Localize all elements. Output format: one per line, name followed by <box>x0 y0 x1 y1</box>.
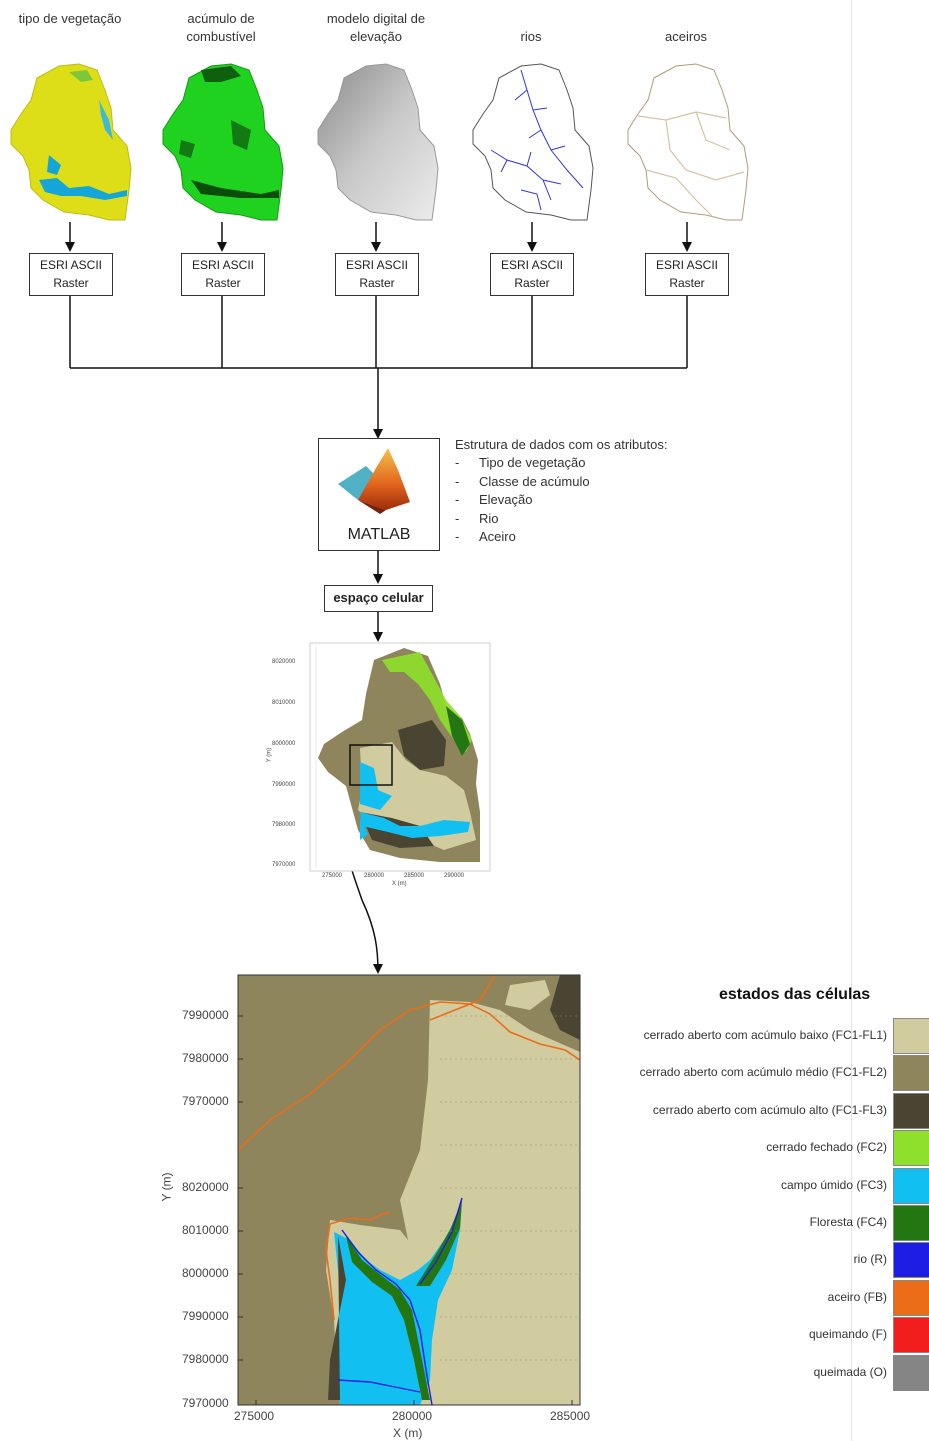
source-label-vegetation: tipo de vegetação <box>18 11 122 26</box>
legend-label: cerrado aberto com acúmulo alto (FC1-FL3… <box>652 1102 887 1117</box>
legend-label: rio (R) <box>853 1252 887 1267</box>
legend-swatch <box>893 1167 929 1204</box>
attribute-item: Elevação <box>455 491 715 510</box>
matlab-label: MATLAB <box>347 526 411 543</box>
source-label-dem: modelo digital de elevação <box>326 11 426 44</box>
attribute-item: Classe de acúmulo <box>455 473 715 492</box>
legend-swatch <box>893 1130 929 1167</box>
zoom-map-ylabel: Y (m) <box>159 1172 174 1202</box>
attribute-item: Rio <box>455 510 715 529</box>
vegetation-map <box>10 63 132 221</box>
elevation-map <box>317 63 439 221</box>
rivers-map <box>472 63 594 221</box>
legend-label: cerrado aberto com acúmulo baixo (FC1-FL… <box>643 1028 887 1042</box>
legend-swatch <box>893 1354 929 1391</box>
source-label-fuel: acúmulo de combustível <box>186 11 256 44</box>
legend-swatch <box>893 1279 929 1316</box>
legend-label: aceiro (FB) <box>827 1289 887 1304</box>
attribute-item: Tipo de vegetação <box>455 454 715 473</box>
legend-swatch <box>893 1317 929 1354</box>
legend-label: cerrado fechado (FC2) <box>766 1140 887 1155</box>
attributes-list: Tipo de vegetação Classe de acúmulo Elev… <box>455 454 715 547</box>
legend-swatch <box>893 1018 929 1054</box>
fuel-map <box>162 63 284 221</box>
source-label-rivers: rios <box>520 29 542 44</box>
matlab-box: MATLAB <box>318 438 440 551</box>
firebreaks-map <box>627 63 749 221</box>
legend-label: queimando (F) <box>808 1327 887 1342</box>
legend-label: campo úmido (FC3) <box>780 1177 887 1192</box>
attribute-item: Aceiro <box>455 528 715 547</box>
attributes-block: Estrutura de dados com os atributos: Tip… <box>455 437 715 547</box>
legend-label: cerrado aberto com acúmulo médio (FC1-FL… <box>639 1065 887 1080</box>
small-map-xlabel: X (m) <box>392 881 407 887</box>
legend-label: Floresta (FC4) <box>809 1215 887 1229</box>
cell-space-map <box>309 642 491 872</box>
legend-swatch <box>893 1092 929 1129</box>
matlab-logo-icon <box>338 448 410 514</box>
attributes-title: Estrutura de dados com os atributos: <box>455 437 668 452</box>
zoom-map <box>237 974 581 1406</box>
legend-label: queimada (O) <box>813 1364 887 1379</box>
legend-title: estados das células <box>719 986 871 1003</box>
legend-swatch <box>893 1205 929 1241</box>
legend-swatch <box>893 1242 929 1279</box>
zoom-map-xlabel: X (m) <box>393 1426 423 1440</box>
legend-swatch <box>893 1055 929 1092</box>
small-map-ylabel: Y (m) <box>266 747 273 763</box>
source-label-firebreaks: aceiros <box>665 29 707 44</box>
panel-divider <box>851 0 852 1441</box>
cell-space-box: espaço celular <box>324 585 433 612</box>
